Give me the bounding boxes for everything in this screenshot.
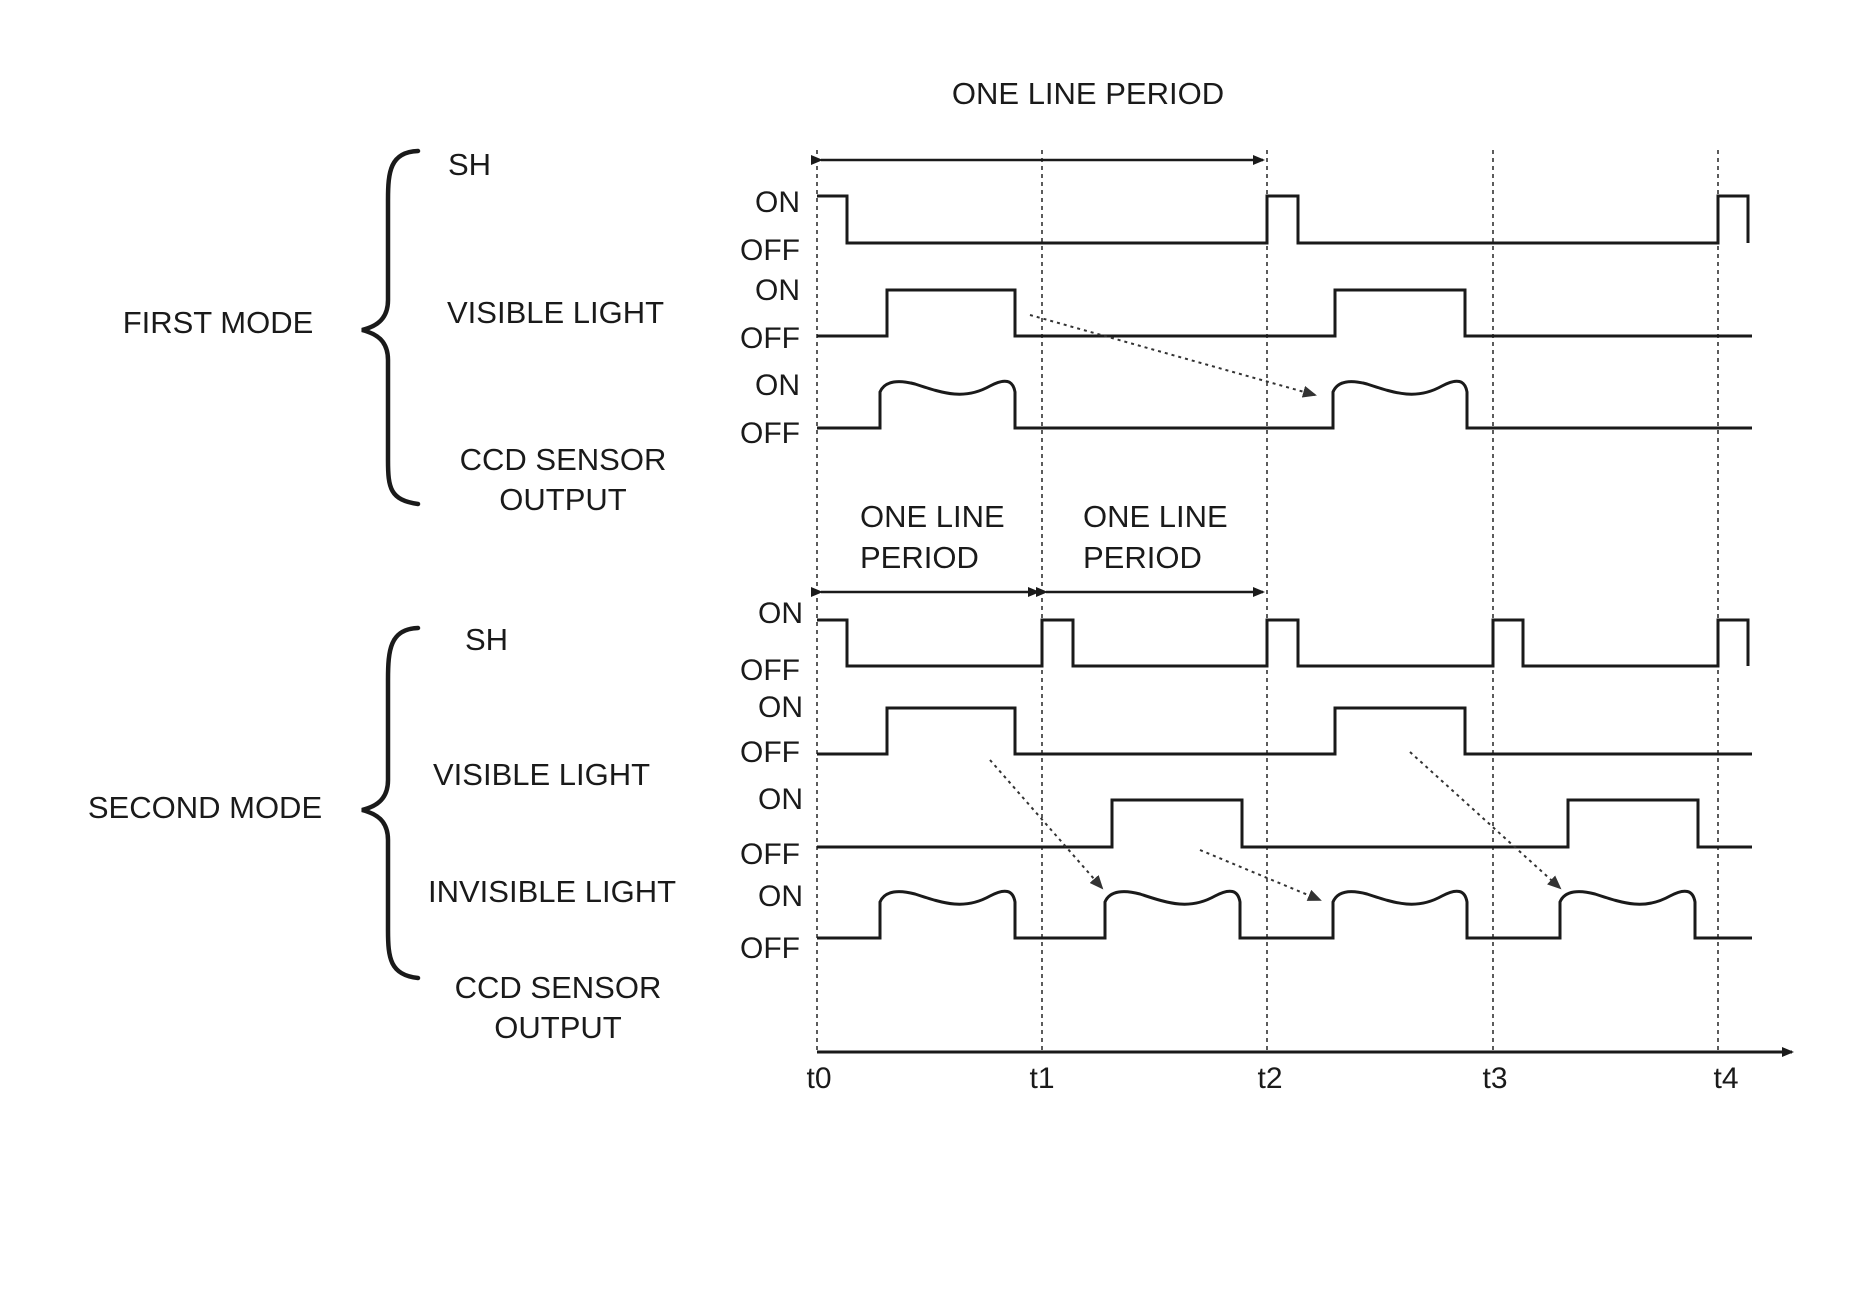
first-ccd-off: OFF [740,417,800,450]
second-dotted-arrow-1 [990,760,1102,888]
second-mode-label: SECOND MODE [88,790,322,825]
first-ccd-waveform [817,381,1752,428]
second-invisible-label: INVISIBLE LIGHT [428,874,676,909]
first-mode-label: FIRST MODE [123,305,314,340]
first-visible-on: ON [755,274,800,307]
first-visible-off: OFF [740,322,800,355]
second-sh-label: SH [465,622,508,657]
tick-t1: t1 [1029,1062,1054,1095]
tick-t0: t0 [806,1062,831,1095]
second-invisible-on: ON [758,783,803,816]
first-mode-brace [362,151,418,504]
first-sh-off: OFF [740,234,800,267]
first-mode-dotted-arrow [1030,315,1315,395]
second-sh-off: OFF [740,654,800,687]
first-sh-on: ON [755,186,800,219]
first-ccd-label-line2: OUTPUT [499,482,627,517]
period-a-line1: ONE LINE [860,499,1005,534]
first-ccd-on: ON [755,369,800,402]
period-a-line2: PERIOD [860,540,979,575]
second-visible-waveform [817,708,1752,754]
period-b-line2: PERIOD [1083,540,1202,575]
second-sh-on: ON [758,597,803,630]
second-sh-waveform [817,620,1748,666]
second-visible-on: ON [758,691,803,724]
second-ccd-label-line1: CCD SENSOR [455,970,662,1005]
second-ccd-label-line2: OUTPUT [494,1010,622,1045]
second-visible-off: OFF [740,736,800,769]
second-invisible-waveform [817,800,1752,847]
first-sh-waveform [817,196,1748,243]
second-dotted-arrow-2 [1200,850,1320,900]
first-sh-label: SH [448,147,491,182]
second-invisible-off: OFF [740,838,800,871]
tick-t3: t3 [1482,1062,1507,1095]
second-visible-label: VISIBLE LIGHT [433,757,650,792]
second-dotted-arrow-3 [1410,752,1560,888]
tick-t2: t2 [1257,1062,1282,1095]
tick-t4: t4 [1713,1062,1738,1095]
first-visible-waveform [817,290,1752,336]
first-visible-label: VISIBLE LIGHT [447,295,664,330]
second-ccd-on: ON [758,880,803,913]
second-ccd-off: OFF [740,932,800,965]
first-ccd-label-line1: CCD SENSOR [460,442,667,477]
period-b-line1: ONE LINE [1083,499,1228,534]
top-period-title: ONE LINE PERIOD [952,76,1224,111]
second-ccd-waveform [817,891,1752,938]
second-mode-brace [362,628,418,978]
